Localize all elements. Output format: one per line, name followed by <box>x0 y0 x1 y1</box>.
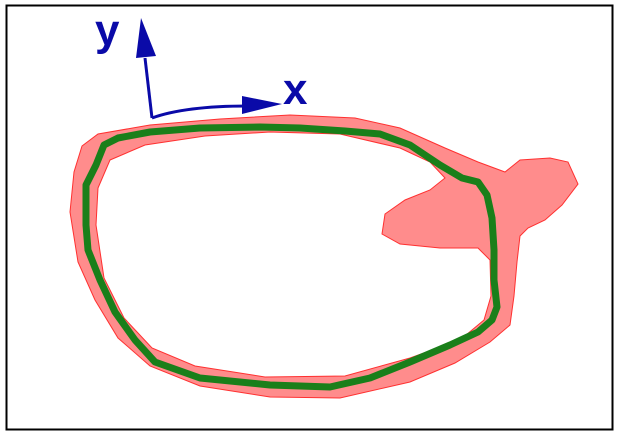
x-axis-arrow <box>151 96 282 120</box>
y-axis-shaft <box>143 57 154 119</box>
y-axis-arrow <box>136 18 156 119</box>
x-axis-arrowhead <box>242 96 282 114</box>
annular-band-region <box>69 114 579 399</box>
x-axis-shaft <box>151 104 249 120</box>
y-axis-arrowhead <box>136 18 156 58</box>
frame-border <box>5 4 614 431</box>
x-axis-label: x <box>283 65 308 114</box>
y-axis-label: y <box>95 6 120 55</box>
green-centerline-curve <box>82 123 501 391</box>
